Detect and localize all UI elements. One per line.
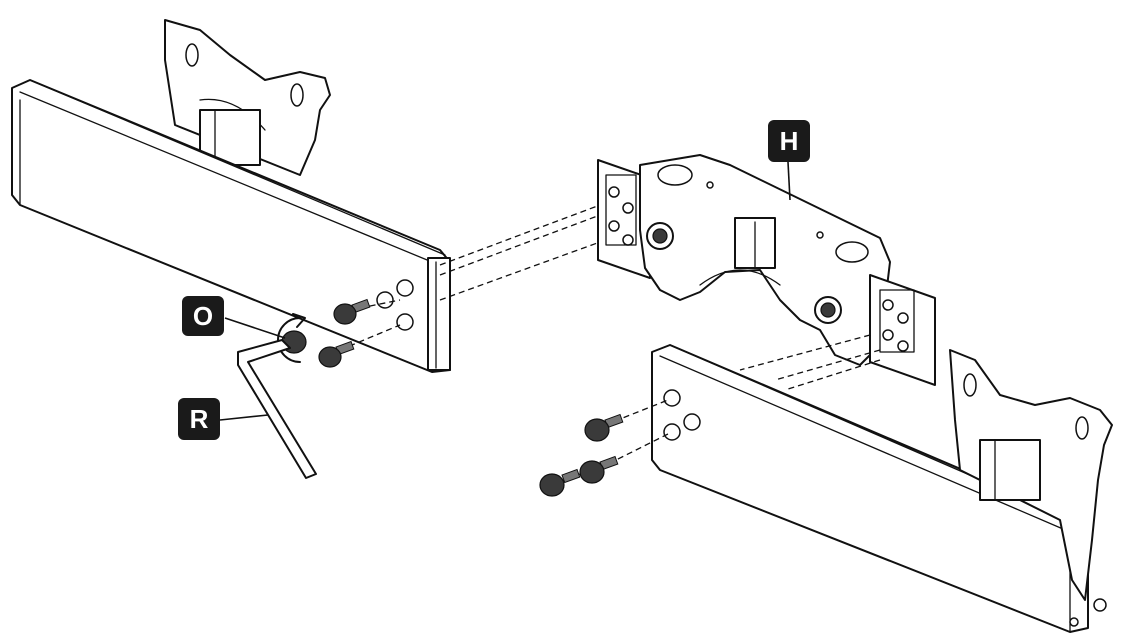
rotation-arrow-icon xyxy=(277,313,307,363)
right-alignment-lines xyxy=(739,334,881,391)
left-screws xyxy=(318,298,371,368)
label-r: R xyxy=(178,398,269,440)
right-screw-lower-right xyxy=(579,455,619,484)
label-h-text: H xyxy=(780,126,799,156)
connector-knob-left xyxy=(646,222,674,250)
right-screw-lower-left xyxy=(539,468,581,497)
left-rail xyxy=(11,79,451,373)
hex-key-icon xyxy=(237,339,317,479)
label-r-text: R xyxy=(190,404,209,434)
right-screws xyxy=(539,399,669,497)
connector-knob-right xyxy=(814,296,842,324)
right-vesa-plate xyxy=(949,349,1113,612)
connector-h xyxy=(597,154,936,386)
label-o: O xyxy=(182,296,286,339)
right-screw-upper xyxy=(584,413,624,442)
left-screw-upper xyxy=(333,298,371,325)
left-screw-lower xyxy=(318,340,355,368)
label-o-text: O xyxy=(193,301,213,331)
label-h: H xyxy=(768,120,810,201)
